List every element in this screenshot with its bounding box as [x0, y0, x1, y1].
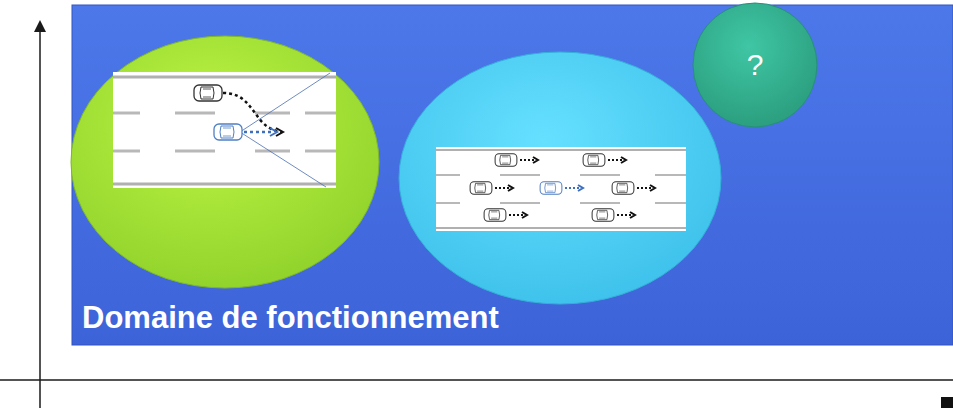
corner-mark — [941, 397, 953, 408]
unknown-circle: ? — [692, 2, 818, 128]
horizontal-axis — [0, 379, 953, 381]
node-label: ? — [747, 48, 764, 82]
domain-panel: Domaine de fonctionnement? — [72, 5, 953, 345]
scenario-ellipse — [399, 52, 721, 304]
panel-title: Domaine de fonctionnement — [82, 300, 499, 336]
scenario-ellipse — [71, 36, 379, 288]
traffic-scene — [436, 147, 686, 231]
vertical-axis — [39, 26, 41, 408]
lane-change-scene — [113, 72, 336, 188]
domain-panel — [72, 5, 953, 345]
